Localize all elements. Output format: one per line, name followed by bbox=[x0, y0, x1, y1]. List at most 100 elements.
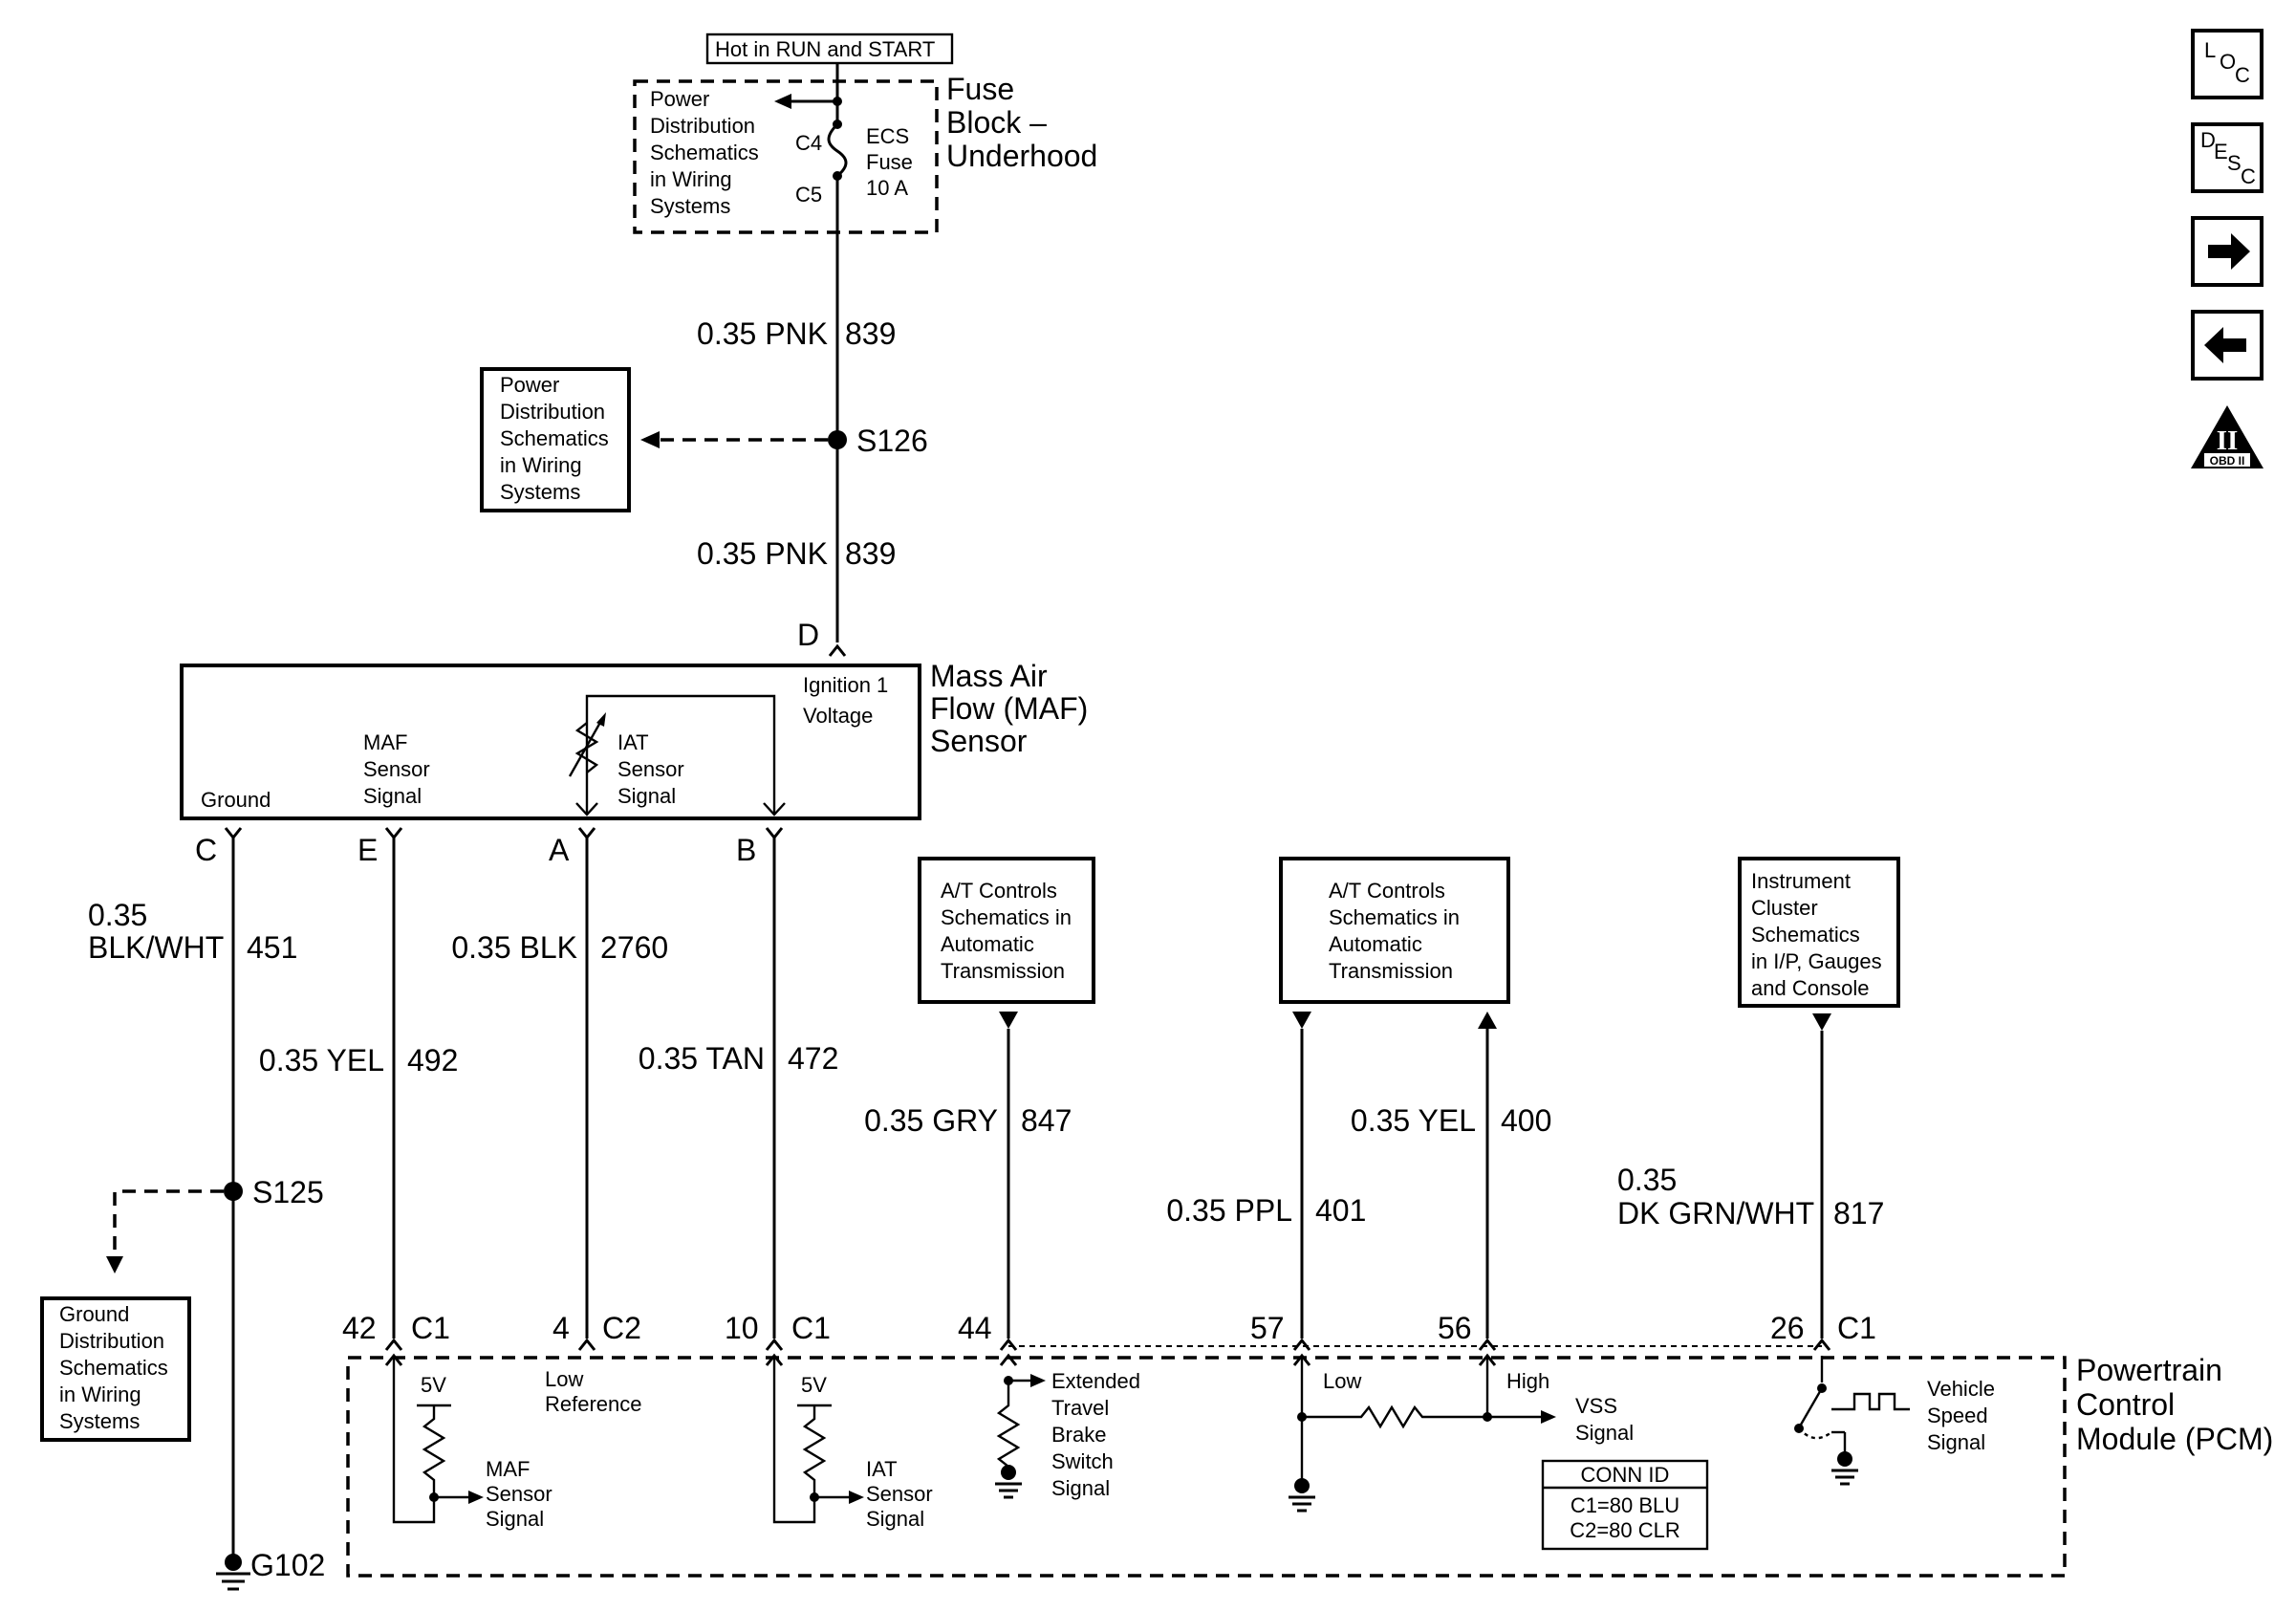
wire-2760-size-color: 0.35 BLK bbox=[451, 930, 577, 965]
pcm-maf-5v: 5V bbox=[421, 1373, 446, 1397]
pcm-conn-c1-c: C1 bbox=[1837, 1311, 1876, 1345]
pcm-conn-c1-b: C1 bbox=[791, 1311, 831, 1345]
instrument-cluster-line-2: Cluster bbox=[1751, 896, 1818, 920]
maf-title-1: Mass Air bbox=[930, 659, 1048, 693]
instrument-cluster-line-4: in I/P, Gauges bbox=[1751, 949, 1882, 973]
ground-g102-dot bbox=[225, 1554, 242, 1571]
instrument-cluster-line-1: Instrument bbox=[1751, 869, 1851, 893]
wire-817-circuit: 817 bbox=[1833, 1196, 1884, 1230]
circuit-817: Instrument Cluster Schematics in I/P, Ga… bbox=[1617, 857, 1900, 1339]
at-controls-1-line-1: A/T Controls bbox=[941, 879, 1057, 903]
connector-pin-icon bbox=[999, 1338, 1018, 1351]
arrow-right-icon bbox=[849, 1491, 864, 1504]
fuse-pin-c4: C4 bbox=[795, 131, 822, 155]
circuit-839: 0.35 PNK 839 S126 Power Distribution Sch… bbox=[480, 176, 928, 657]
pcm-brake-3: Brake bbox=[1051, 1423, 1106, 1447]
pcm-pin-56: 56 bbox=[1438, 1311, 1472, 1345]
wire-839-lower-size-color: 0.35 PNK bbox=[697, 536, 828, 571]
desc-letter-c: C bbox=[2241, 164, 2256, 188]
maf-pin-a: A bbox=[549, 833, 570, 867]
wire-451-size: 0.35 bbox=[88, 898, 147, 932]
circuit-492: 0.35 YEL 492 bbox=[259, 838, 458, 1339]
pcm-conn-c1-a: C1 bbox=[411, 1311, 450, 1345]
hot-in-run-start-box bbox=[705, 33, 954, 65]
pcm-maf-signal-3: Signal bbox=[486, 1507, 544, 1531]
obd-ii-numeral: II bbox=[2217, 425, 2239, 456]
connector-pin-icon bbox=[224, 827, 243, 840]
wire-401-size-color: 0.35 PPL bbox=[1166, 1193, 1292, 1228]
fuse-block-title-1: Fuse bbox=[946, 72, 1014, 106]
circuit-847: A/T Controls Schematics in Automatic Tra… bbox=[864, 857, 1095, 1339]
wire-451-circuit: 451 bbox=[247, 930, 297, 965]
arrow-right-icon bbox=[1030, 1374, 1046, 1387]
pcm-title-3: Module (PCM) bbox=[2076, 1422, 2273, 1456]
connector-pin-icon bbox=[1292, 1338, 1311, 1351]
obd-ii-button[interactable]: II OBD II bbox=[2191, 405, 2264, 468]
wire-451-color: BLK/WHT bbox=[88, 930, 224, 965]
ground-ref-line-5: Systems bbox=[59, 1409, 140, 1433]
maf-pin-b: B bbox=[736, 833, 756, 867]
arrow-up-icon bbox=[1478, 1012, 1497, 1029]
pcm-pin-26: 26 bbox=[1770, 1311, 1805, 1345]
pcm-title-2: Control bbox=[2076, 1387, 2175, 1422]
fuse-ref-line-4: in Wiring bbox=[650, 167, 732, 191]
pcm-vss-high: High bbox=[1506, 1369, 1549, 1393]
connector-pin-icon bbox=[765, 827, 784, 840]
instrument-cluster-line-3: Schematics bbox=[1751, 923, 1860, 947]
wire-847-circuit: 847 bbox=[1021, 1103, 1072, 1138]
pcm-brake-2: Travel bbox=[1051, 1396, 1109, 1420]
maf-sensor: Mass Air Flow (MAF) Sensor Ignition 1 Vo… bbox=[180, 659, 1088, 867]
wire-400-circuit: 400 bbox=[1501, 1103, 1551, 1138]
pcm-vehicle-speed-3: Signal bbox=[1927, 1430, 1985, 1454]
s126-ref-line-5: Systems bbox=[500, 480, 580, 504]
pcm-brake-5: Signal bbox=[1051, 1476, 1110, 1500]
pcm-pin-57: 57 bbox=[1250, 1311, 1285, 1345]
connector-pin-icon bbox=[1812, 1338, 1831, 1351]
arrow-down-icon bbox=[106, 1256, 123, 1274]
ground-ref-box[interactable] bbox=[40, 1296, 191, 1442]
maf-signal-1: MAF bbox=[363, 730, 407, 754]
ground-icon bbox=[216, 1572, 250, 1591]
connector-pin-icon bbox=[384, 1338, 403, 1351]
fuse-block-outline bbox=[633, 79, 939, 234]
ground-g102-label: G102 bbox=[250, 1548, 325, 1582]
pcm-brake-1: Extended bbox=[1051, 1369, 1140, 1393]
pcm-vehicle-speed-2: Speed bbox=[1927, 1404, 1988, 1427]
wire-401-circuit: 401 bbox=[1315, 1193, 1366, 1228]
fuse-ref-line-1: Power bbox=[650, 87, 709, 111]
loc-button[interactable]: L O C bbox=[2191, 29, 2264, 99]
maf-pin-c: C bbox=[195, 833, 217, 867]
maf-ignition-2: Voltage bbox=[803, 704, 873, 728]
s126-ref-box[interactable] bbox=[480, 367, 631, 512]
at-controls-1-line-2: Schematics in bbox=[941, 905, 1072, 929]
resistor-icon bbox=[996, 1381, 1021, 1469]
instrument-cluster-ref-box[interactable] bbox=[1738, 857, 1900, 1008]
loc-letter-o: O bbox=[2220, 50, 2236, 74]
pcm-iat-5v: 5V bbox=[801, 1373, 827, 1397]
arrow-left-icon bbox=[2204, 327, 2246, 363]
circuit-401-400: A/T Controls Schematics in Automatic Tra… bbox=[1166, 857, 1551, 1339]
ground-ref-line-3: Schematics bbox=[59, 1356, 168, 1380]
pcm-brake-4: Switch bbox=[1051, 1449, 1114, 1473]
maf-title-3: Sensor bbox=[930, 724, 1028, 758]
desc-letter-s: S bbox=[2227, 151, 2242, 175]
wire-839-upper-circuit: 839 bbox=[845, 316, 896, 351]
connector-pin-icon bbox=[828, 643, 847, 657]
connector-pin-icon bbox=[577, 827, 596, 840]
pcm-low-ref-2: Reference bbox=[545, 1392, 642, 1416]
pcm-iat-signal-2: Sensor bbox=[866, 1482, 933, 1506]
wire-839-upper-size-color: 0.35 PNK bbox=[697, 316, 828, 351]
wire-2760-circuit: 2760 bbox=[600, 930, 668, 965]
at-controls-ref-box-2[interactable] bbox=[1279, 857, 1510, 1004]
maf-title-2: Flow (MAF) bbox=[930, 691, 1088, 726]
maf-signal-3: Signal bbox=[363, 784, 422, 808]
arrow-down-icon bbox=[1292, 1012, 1311, 1029]
circuit-2760: 0.35 BLK 2760 bbox=[451, 838, 668, 1339]
next-page-button[interactable] bbox=[2191, 216, 2264, 287]
resistor-icon bbox=[1302, 1404, 1541, 1429]
switch-icon bbox=[1799, 1387, 1824, 1426]
previous-page-button[interactable] bbox=[2191, 310, 2264, 381]
at-controls-ref-box-1[interactable] bbox=[918, 857, 1095, 1004]
obd-ii-icon bbox=[2191, 405, 2264, 468]
desc-button[interactable]: D E S C bbox=[2191, 122, 2264, 193]
